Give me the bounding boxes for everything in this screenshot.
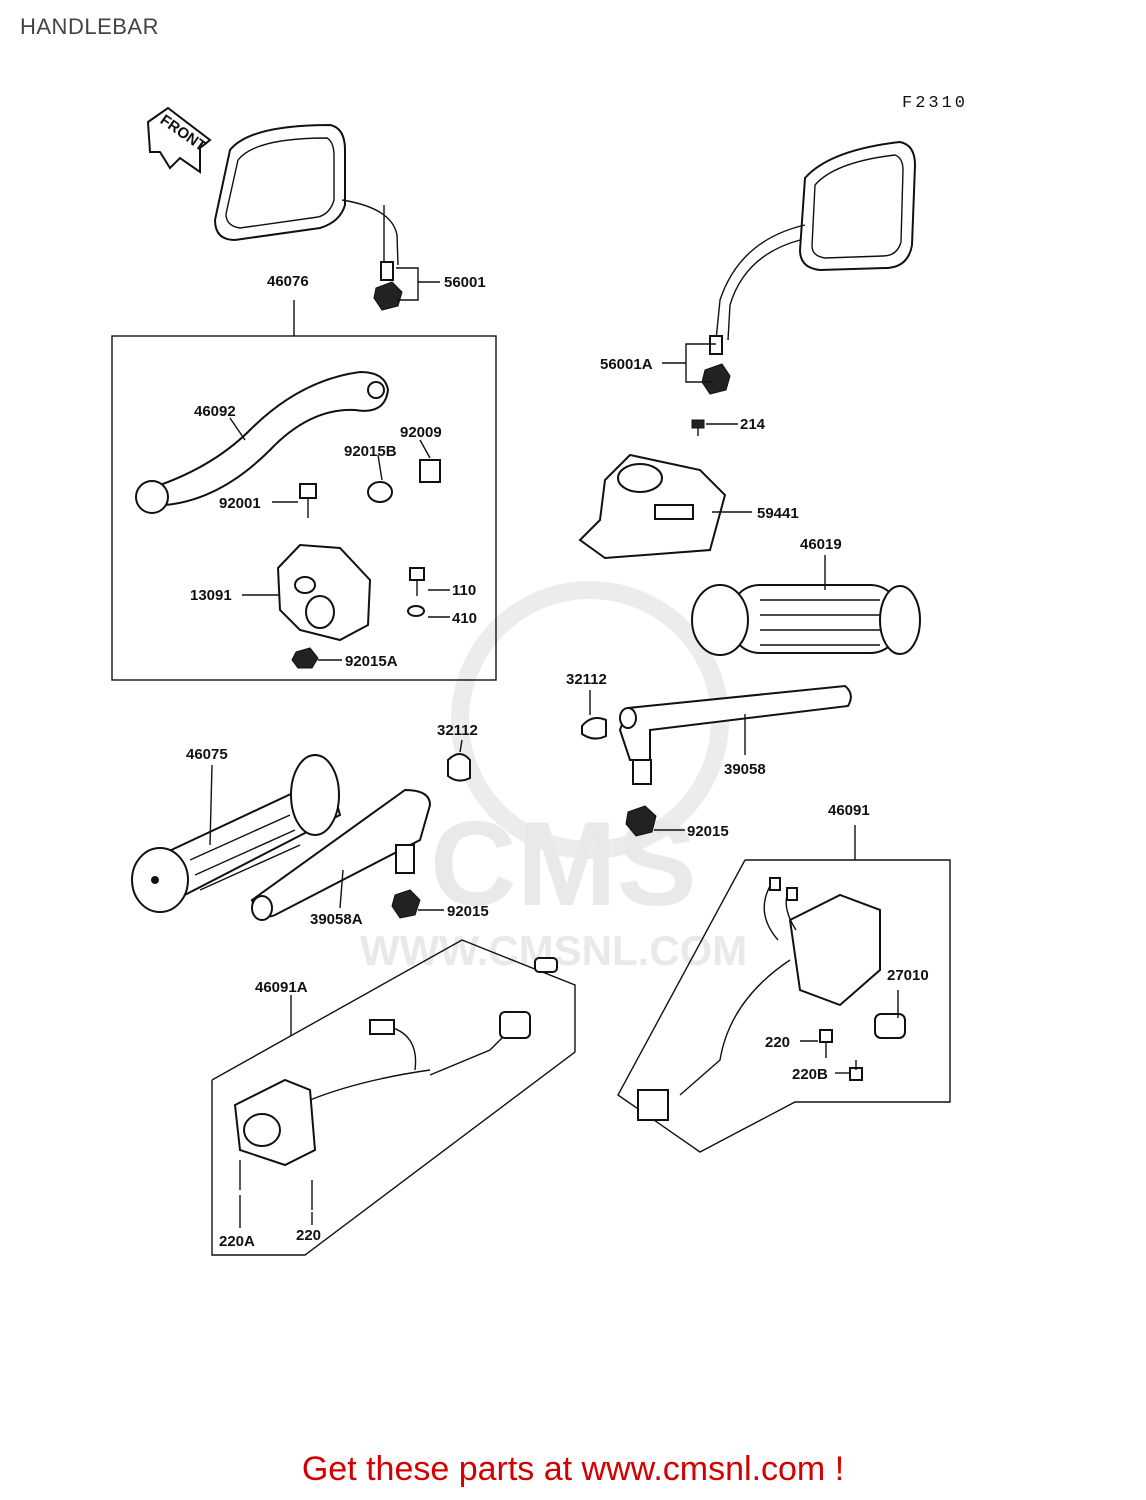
- label-220-right: 220: [765, 1034, 790, 1051]
- label-39058: 39058: [724, 761, 766, 778]
- label-220-left: 220: [296, 1227, 321, 1244]
- left-switch-box: [211, 939, 576, 1256]
- label-92015b: 92015B: [344, 443, 397, 460]
- parts-diagram: CMS WWW.CMSNL.COM FRONT: [111, 106, 951, 1256]
- label-214: 214: [740, 416, 766, 433]
- label-46092: 46092: [194, 403, 236, 420]
- right-switch-box: [617, 825, 951, 1153]
- part-labels: 46076 56001 56001A 214 46092 92009 92015…: [186, 273, 929, 1250]
- label-92015-left: 92015: [447, 903, 489, 920]
- label-220a: 220A: [219, 1233, 255, 1250]
- figure-code: F2310: [902, 94, 969, 113]
- label-56001a: 56001A: [600, 356, 653, 373]
- footer-link[interactable]: Get these parts at www.cmsnl.com !: [301, 1450, 845, 1488]
- label-92015a: 92015A: [345, 653, 398, 670]
- label-56001: 56001: [444, 274, 486, 291]
- label-92009: 92009: [400, 424, 442, 441]
- label-32112-right: 32112: [566, 671, 607, 688]
- label-46091a: 46091A: [255, 979, 308, 996]
- label-46075: 46075: [186, 746, 228, 763]
- watermark: CMS WWW.CMSNL.COM: [360, 581, 747, 974]
- leader-lines: [209, 267, 899, 1228]
- label-13091: 13091: [190, 587, 232, 604]
- label-410: 410: [452, 610, 477, 627]
- page-title: HANDLEBAR: [20, 14, 159, 39]
- left-grip: [131, 754, 342, 913]
- front-arrow-icon: FRONT: [146, 106, 212, 174]
- label-59441: 59441: [757, 505, 799, 522]
- lever-assembly-box: [111, 300, 497, 681]
- left-mirror: [213, 123, 403, 311]
- label-110: 110: [452, 582, 476, 599]
- right-grip: [691, 584, 921, 656]
- label-46019: 46019: [800, 536, 842, 553]
- left-handlebar: [250, 753, 471, 921]
- label-220b: 220B: [792, 1066, 828, 1083]
- right-mirror: [691, 140, 917, 436]
- label-39058a: 39058A: [310, 911, 363, 928]
- label-46076: 46076: [267, 273, 309, 290]
- label-46091: 46091: [828, 802, 870, 819]
- label-92015-right: 92015: [687, 823, 729, 840]
- right-handlebar: [581, 684, 852, 837]
- label-92001: 92001: [219, 495, 261, 512]
- label-27010: 27010: [887, 967, 929, 984]
- housing-59441: [578, 453, 727, 560]
- label-32112-left: 32112: [437, 722, 478, 739]
